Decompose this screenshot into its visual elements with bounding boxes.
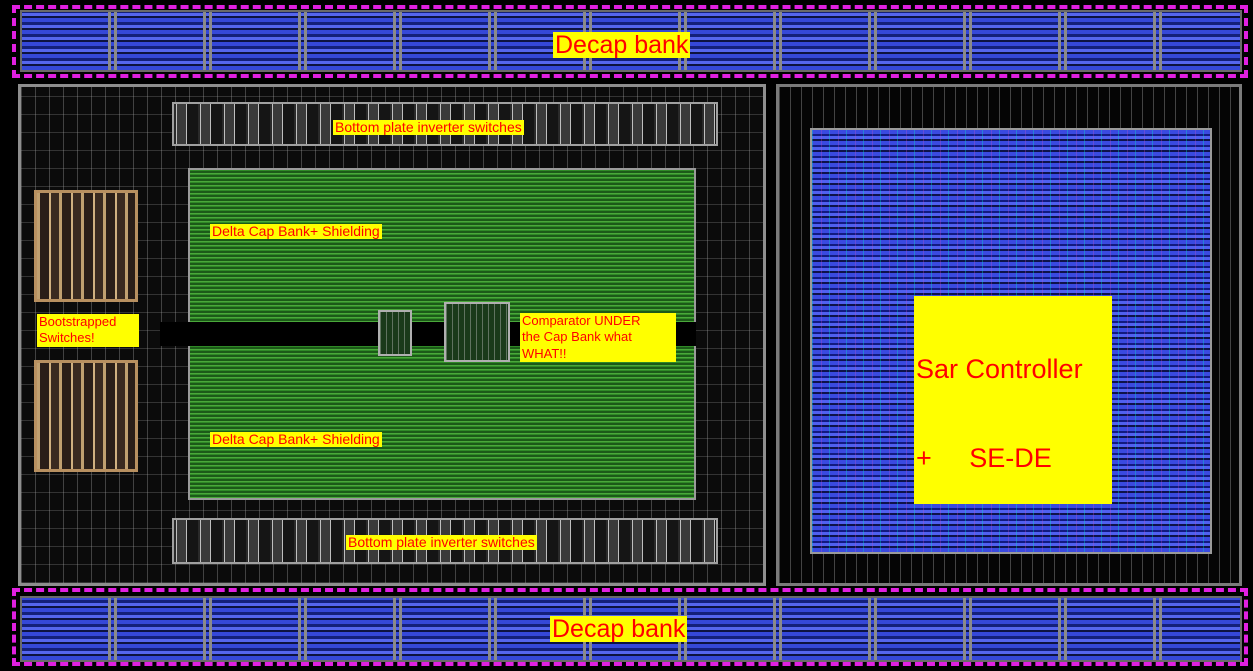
label-comparator-line1: Comparator UNDER <box>522 313 641 328</box>
label-comparator: Comparator UNDER the Cap Bank what WHAT!… <box>520 313 676 362</box>
label-decap-bottom: Decap bank <box>550 615 688 643</box>
label-bottom-plate-bottom: Bottom plate inverter switches <box>346 534 537 550</box>
label-sar-line1: Sar Controller <box>916 354 1083 385</box>
label-delta-cap-top: Delta Cap Bank+ Shielding <box>210 223 382 239</box>
label-bootstrapped-line1: Bootstrapped <box>39 314 117 329</box>
bootstrapped-switch-top <box>34 190 138 302</box>
sar-controller-logic <box>810 128 1212 554</box>
comparator-block-left <box>378 310 412 356</box>
label-delta-cap-bottom: Delta Cap Bank+ Shielding <box>210 431 382 447</box>
label-sar-line2: + SE-DE <box>916 443 1052 474</box>
decap-bank-bottom-boundary <box>12 588 1248 666</box>
label-decap-top: Decap bank <box>553 31 691 59</box>
label-bottom-plate-top: Bottom plate inverter switches <box>333 119 524 135</box>
label-comparator-line2: the Cap Bank what <box>522 329 632 345</box>
comparator-block-main <box>444 302 510 362</box>
bootstrapped-switch-bottom <box>34 360 138 472</box>
decap-bank-top-boundary <box>12 5 1248 78</box>
label-sar-controller: Sar Controller + SE-DE <box>914 296 1112 504</box>
label-bootstrapped: Bootstrapped Switches! <box>37 314 139 347</box>
label-bootstrapped-line2: Switches! <box>39 330 95 346</box>
label-comparator-line3: WHAT!! <box>522 345 567 361</box>
